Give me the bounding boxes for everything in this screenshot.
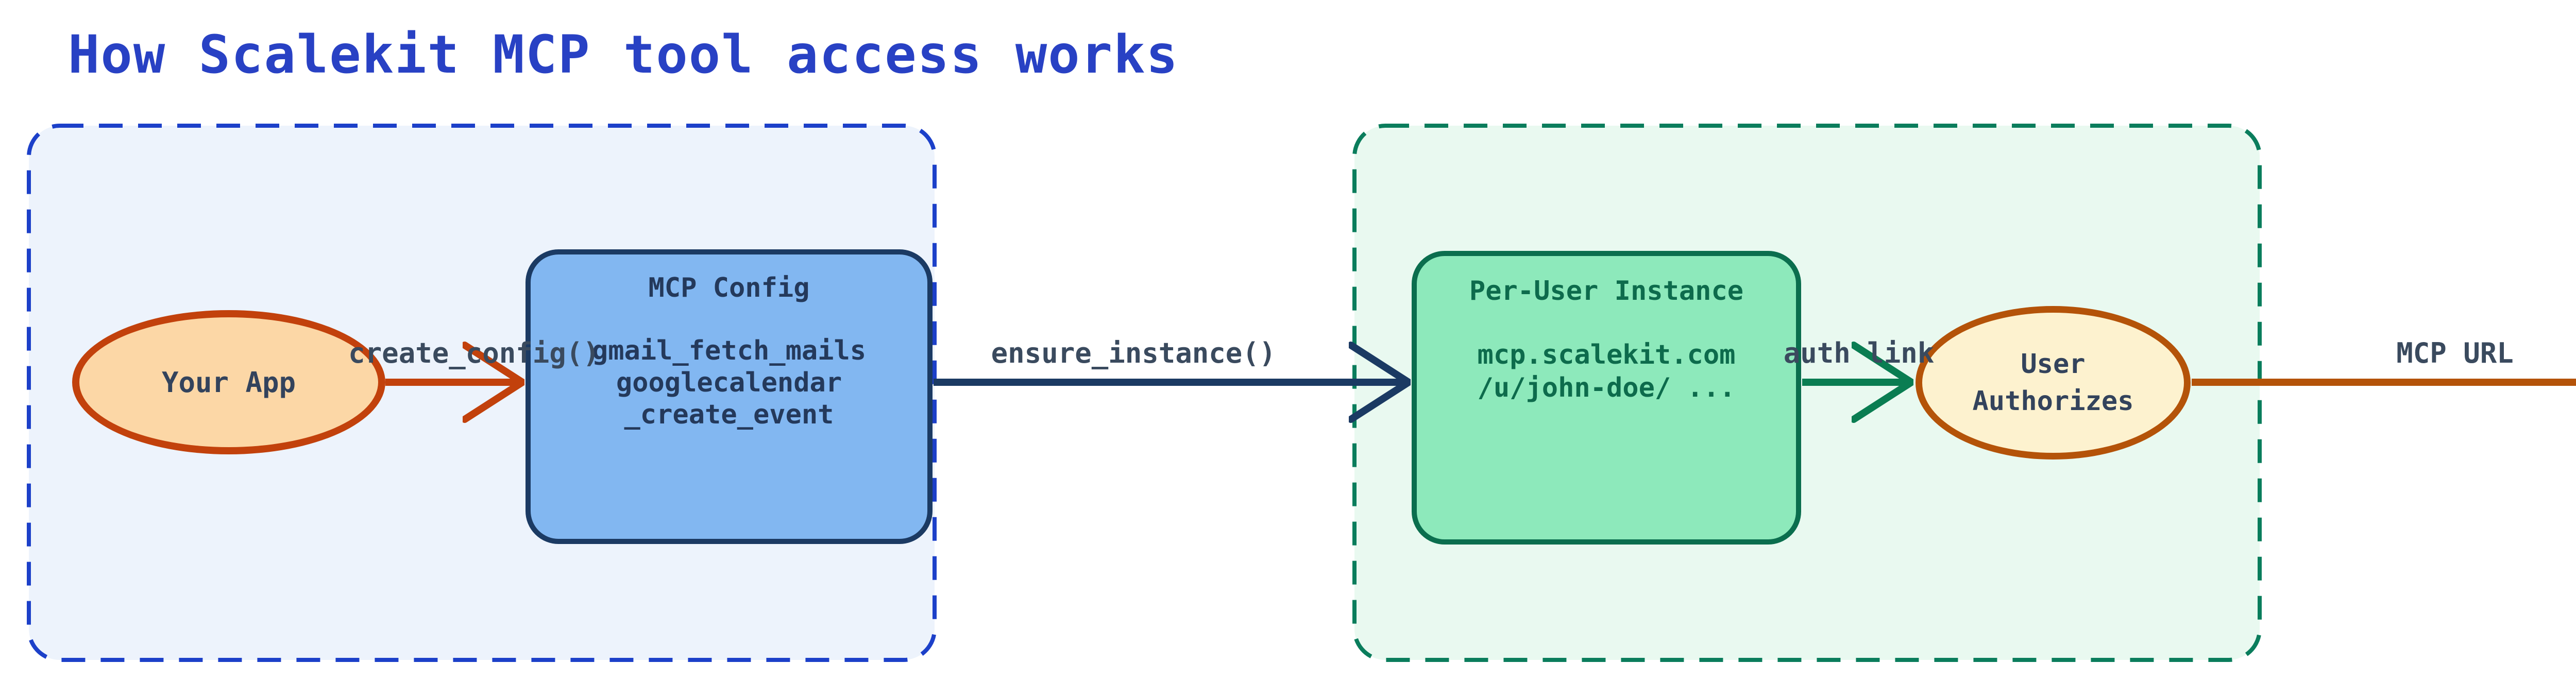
mcp-config-tool: gmail_fetch_mails (591, 335, 867, 366)
node-mcp-config: MCP Config gmail_fetch_mails googlecalen… (526, 249, 933, 544)
per-user-instance-url: mcp.scalekit.com (1477, 339, 1736, 370)
user-authorizes-label: User (2021, 349, 2086, 380)
per-user-instance-url: /u/john-doe/ ... (1477, 372, 1736, 403)
mcp-config-tool: googlecalendar (616, 367, 842, 398)
mcp-config-tool: _create_event (624, 399, 834, 430)
page-title: How Scalekit MCP tool access works (68, 24, 1179, 86)
user-authorizes-label: Authorizes (1972, 386, 2134, 417)
mcp-config-title: MCP Config (648, 273, 810, 303)
node-user-authorizes: User Authorizes (1916, 306, 2191, 460)
node-your-app: Your App (72, 310, 385, 454)
per-user-instance-title: Per-User Instance (1469, 276, 1744, 307)
edge-label-mcp-url: MCP URL (2396, 337, 2514, 369)
edge-label-create-config: create_config() (348, 337, 600, 369)
edge-label-ensure-instance: ensure_instance() (991, 337, 1276, 369)
edge-label-auth-link: auth link (1783, 337, 1935, 369)
node-per-user-instance: Per-User Instance mcp.scalekit.com /u/jo… (1412, 251, 1801, 545)
your-app-label: Your App (161, 366, 296, 399)
